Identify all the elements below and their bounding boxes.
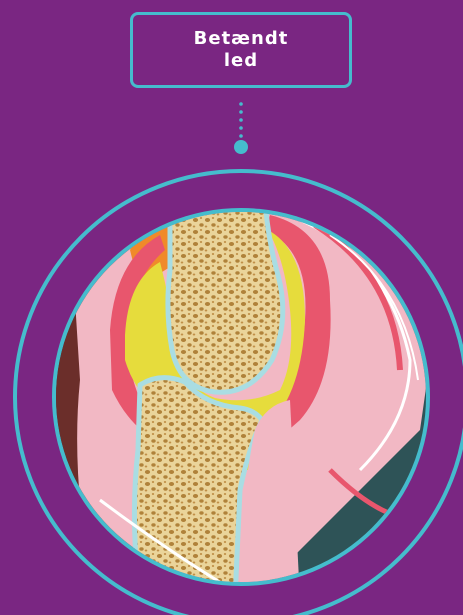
dotted-connector — [234, 102, 248, 154]
joint-cross-section — [40, 200, 440, 600]
